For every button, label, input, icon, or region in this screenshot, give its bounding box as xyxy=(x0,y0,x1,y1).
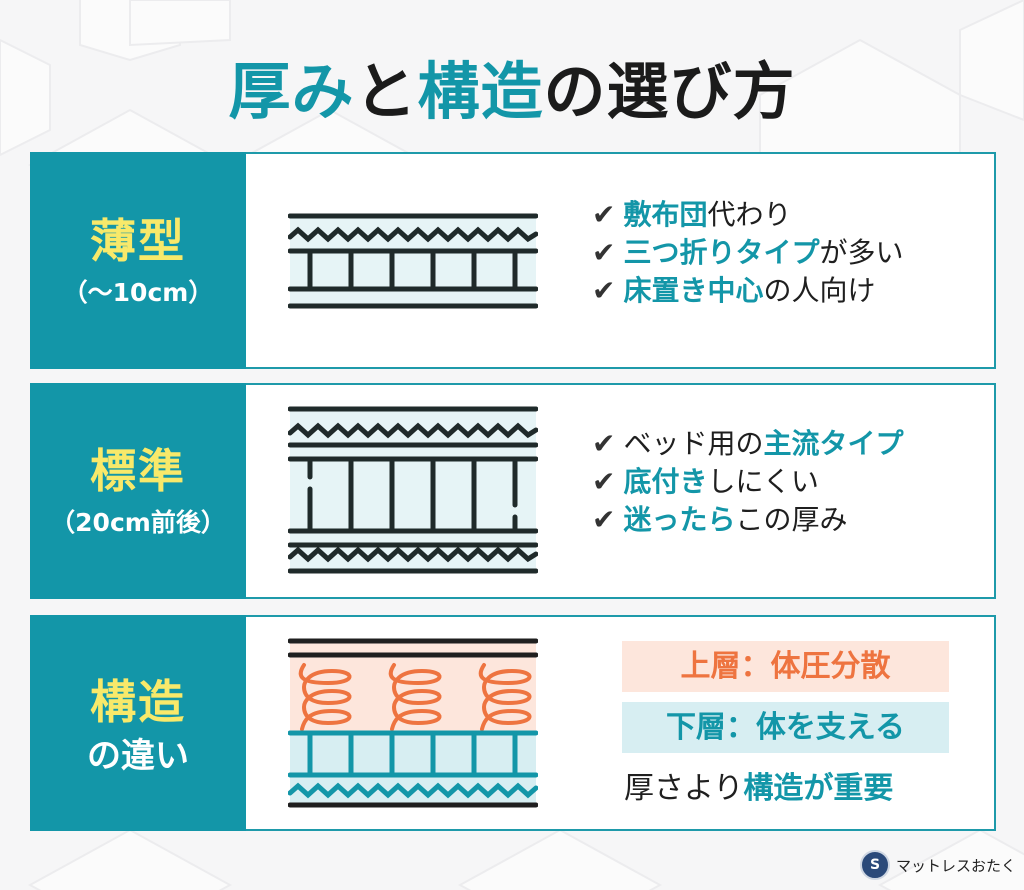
list-item-highlight: 底付き xyxy=(623,465,708,498)
list-item-highlight: 主流タイプ xyxy=(763,427,904,460)
list-item-text: しにくい xyxy=(707,465,819,498)
title-part-and: と xyxy=(354,55,418,128)
card-label-main: 構造 xyxy=(90,675,186,729)
lower-layer-label: 下層：体を支える xyxy=(622,702,949,753)
brand-name: マットレスおたく xyxy=(896,856,1017,875)
check-icon: ✔ xyxy=(592,198,616,231)
check-icon: ✔ xyxy=(592,274,616,307)
feature-list: ✔ベッド用の主流タイプ ✔底付きしにくい ✔迷ったらこの厚み xyxy=(592,425,904,539)
card-structure: 構造 の違い xyxy=(30,615,996,831)
list-item: ✔床置き中心の人向け xyxy=(592,272,904,310)
list-item-highlight: 敷布団 xyxy=(623,198,708,231)
feature-list: ✔敷布団代わり ✔三つ折りタイプが多い ✔床置き中心の人向け xyxy=(592,196,904,310)
card-label-sub: （〜10cm） xyxy=(62,277,214,307)
list-item: ✔迷ったらこの厚み xyxy=(592,501,904,539)
list-item: ✔ベッド用の主流タイプ xyxy=(592,425,904,463)
check-icon: ✔ xyxy=(592,427,616,460)
list-item-text: が多い xyxy=(819,236,904,269)
card-label-main: 標準 xyxy=(90,444,186,498)
title-part-thickness: 厚み xyxy=(228,55,355,128)
list-item-text: この厚み xyxy=(735,503,848,536)
brand-logo-icon: S xyxy=(860,850,890,880)
list-item-text: ベッド用の xyxy=(623,427,764,460)
title-part-structure: 構造 xyxy=(417,55,544,128)
conclusion-text-part: 厚さより xyxy=(624,771,744,806)
check-icon: ✔ xyxy=(592,236,616,269)
list-item-highlight: 迷ったら xyxy=(623,503,736,536)
list-item: ✔敷布団代わり xyxy=(592,196,904,234)
list-item: ✔底付きしにくい xyxy=(592,463,904,501)
card-label-sub: （20cm前後） xyxy=(50,508,226,537)
list-item-text: の人向け xyxy=(763,274,876,307)
check-icon: ✔ xyxy=(592,465,616,498)
card-label-panel: 構造 の違い xyxy=(30,615,246,831)
list-item: ✔三つ折りタイプが多い xyxy=(592,234,904,272)
standard-mattress-layers-icon xyxy=(288,406,538,574)
check-icon: ✔ xyxy=(592,503,616,536)
card-standard: 標準 （20cm前後） ✔ベッド用の主流タイプ ✔底付きしにくい ✔迷ったらこの… xyxy=(30,383,996,599)
conclusion-highlight: 構造が重要 xyxy=(743,771,894,806)
card-label-panel: 標準 （20cm前後） xyxy=(30,383,246,599)
list-item-highlight: 三つ折りタイプ xyxy=(623,236,820,269)
upper-layer-label: 上層：体圧分散 xyxy=(622,641,949,692)
card-label-panel: 薄型 （〜10cm） xyxy=(30,152,246,369)
page-title: 厚みと構造の選び方 xyxy=(0,52,1024,132)
card-label-main: 薄型 xyxy=(90,213,186,268)
conclusion-text: 厚さより構造が重要 xyxy=(624,767,893,811)
card-label-sub: の違い xyxy=(87,736,189,776)
card-thin: 薄型 （〜10cm） ✔敷布団代わり ✔三つ折りタイプが多い ✔床置き中心の人向… xyxy=(30,152,996,369)
spring-and-foam-layers-icon xyxy=(288,638,538,808)
thin-mattress-layers-icon xyxy=(288,213,538,309)
title-part-how-to-choose: の選び方 xyxy=(543,55,796,128)
list-item-highlight: 床置き中心 xyxy=(623,274,764,307)
list-item-text: 代わり xyxy=(707,198,792,231)
brand: S マットレスおたく xyxy=(860,850,1016,880)
